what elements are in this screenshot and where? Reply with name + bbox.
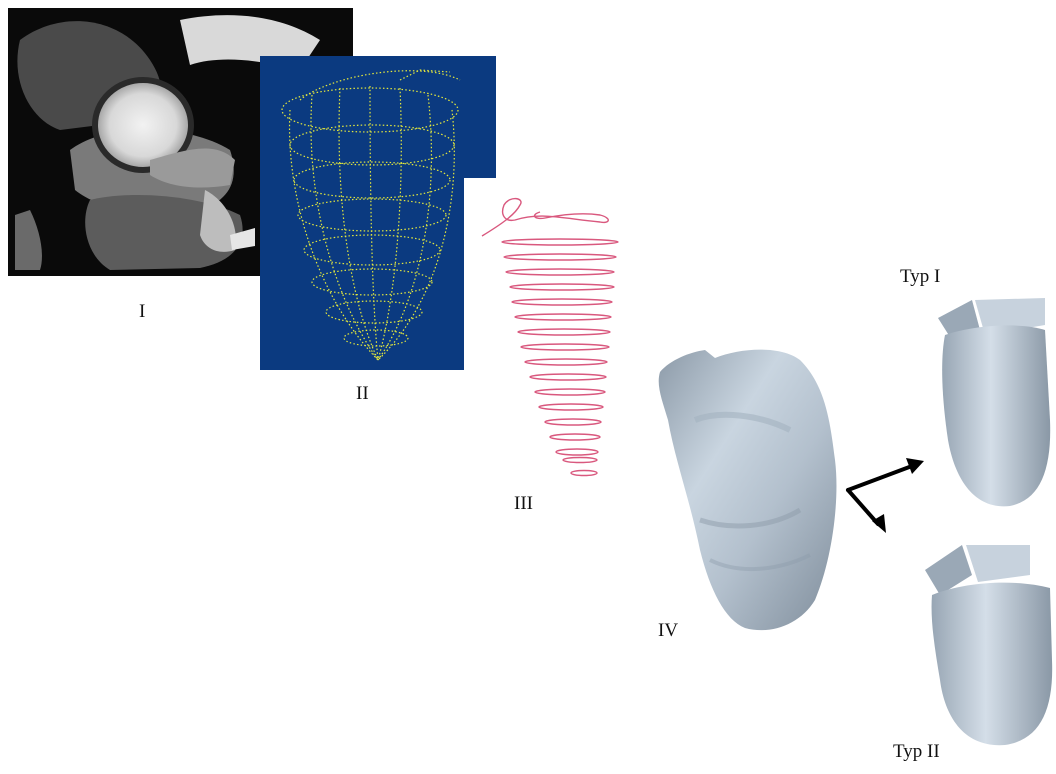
branch-arrows — [848, 466, 912, 524]
heart-model-type2 — [925, 545, 1052, 745]
label-type-1: Typ I — [900, 266, 940, 288]
label-step-4: IV — [658, 620, 678, 642]
mesh-panel — [260, 56, 496, 370]
label-step-1: I — [139, 301, 145, 323]
contour-stack — [482, 199, 618, 476]
heart-model-type1 — [938, 298, 1050, 506]
label-step-3: III — [514, 493, 533, 515]
heart-surface-model — [659, 350, 837, 631]
label-type-2: Typ II — [893, 741, 940, 763]
label-step-2: II — [356, 383, 369, 405]
